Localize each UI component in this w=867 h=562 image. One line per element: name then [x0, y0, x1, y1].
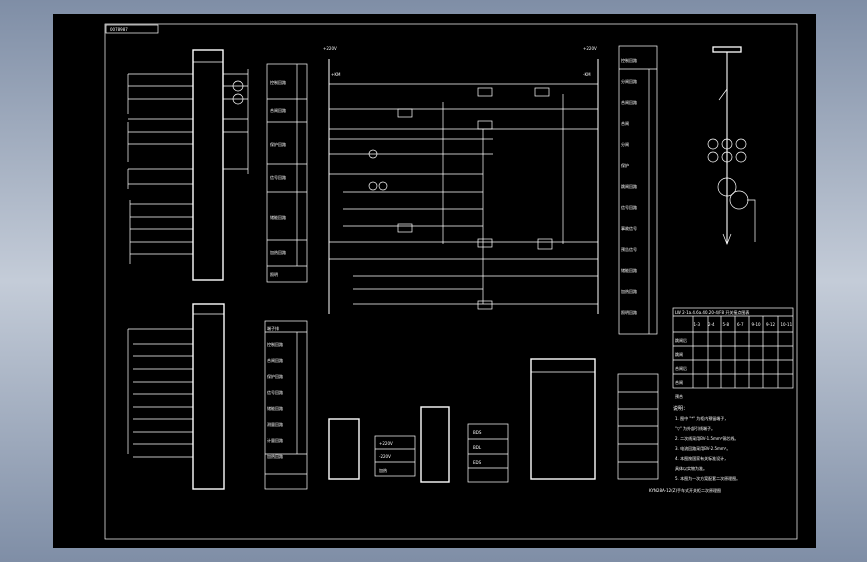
switch-table-title: LW 2-1a.4.6a.40.20-4/F8 开关接点图表 [675, 309, 749, 315]
right-legend-label: 控制回路 [621, 57, 637, 63]
drawing-footer: KYN28A-12(Z)手车式开关柜二次原理图 [649, 487, 721, 493]
ct-symbol [717, 177, 737, 197]
right-legend-label: 跳闸回路 [621, 183, 637, 189]
notes-line: 5. 本图为一次方案配套二次原理图。 [675, 475, 740, 481]
supply-left: +220V [323, 46, 337, 51]
right-legend-label: 信号回路 [621, 204, 637, 210]
mid-table-label: 测量回路 [267, 421, 283, 427]
left-legend-label: 控制回路 [270, 79, 286, 85]
notes-line: 3. 电流回路采用BV-2.5mm²。 [675, 445, 730, 451]
supply-left-small: +KM [331, 72, 341, 77]
title-tag-box [105, 24, 159, 34]
right-legend-label: 合闸回路 [621, 99, 637, 105]
switch-table-header: 9-12 [766, 322, 776, 327]
small-box-e: BDL [473, 445, 482, 450]
small-table-2 [467, 423, 509, 483]
supply-right: +220V [583, 46, 597, 51]
left-legend-label: 合闸回路 [270, 107, 286, 113]
right-legend-box [618, 45, 658, 335]
right-legend-label: 合闸 [621, 120, 629, 126]
terminal-block-1 [192, 49, 224, 281]
small-box-a: +220V [379, 441, 393, 446]
mid-legend-table [264, 320, 308, 490]
left-legend-label: 信号回路 [270, 174, 286, 180]
mid-table-label: 合闸回路 [267, 357, 283, 363]
right-legend-label: 分闸 [621, 141, 629, 147]
notes-title: 说明： [673, 405, 688, 412]
left-legend-box [266, 63, 308, 283]
mid-table-label: 控制回路 [267, 341, 283, 347]
switch-table-header: 6-7 [737, 322, 744, 327]
switch-table-row-label: 跳闸 [675, 351, 683, 357]
switch-table-header: 9-10 [752, 322, 762, 327]
right-legend-label: 储能回路 [621, 267, 637, 273]
right-legend-label: 加热回路 [621, 288, 637, 294]
mid-table-label: 保护回路 [267, 373, 283, 379]
device-block-1 [328, 418, 360, 480]
small-box-c: 加热 [379, 467, 387, 473]
notes-line: 具体以实物为准。 [675, 465, 707, 471]
mid-table-label: 计量回路 [267, 437, 283, 443]
device-block-2 [420, 406, 450, 483]
right-legend-label: 事故信号 [621, 225, 637, 231]
small-table-1 [374, 435, 416, 477]
device-block-3 [530, 358, 596, 480]
switch-table-row-label: 跳闸后 [675, 337, 687, 343]
terminal-block-2 [192, 303, 225, 490]
small-box-b: -220V [379, 454, 391, 459]
left-legend-label: 加热回路 [270, 249, 286, 255]
supply-right-small: -KM [583, 72, 591, 77]
small-box-f: EDS [473, 460, 482, 465]
busbar [712, 46, 742, 53]
title-tag: 0078987 [110, 27, 128, 32]
mid-table-label: 储能回路 [267, 405, 283, 411]
switch-table-header: 1-3 [694, 322, 701, 327]
left-legend-label: 保护回路 [270, 141, 286, 147]
small-table-3 [617, 373, 659, 480]
left-legend-label: 储能回路 [270, 214, 286, 220]
notes-line: "▽" 为外部引线端子。 [675, 425, 715, 431]
switch-table-row-label: 合闸后 [675, 365, 687, 371]
mid-table-label: 端子排 [267, 325, 279, 331]
left-legend-label: 照明 [270, 272, 278, 277]
switch-table-header: 2-4 [708, 322, 715, 327]
right-legend-label: 分闸回路 [621, 78, 637, 84]
notes-line: 2. 二次线采用BV-1.5mm²铜芯线。 [675, 435, 738, 441]
mid-table-label: 加热回路 [267, 453, 283, 459]
right-legend-label: 保护 [621, 162, 629, 168]
switch-contact-table [672, 307, 794, 389]
switch-table-header: 10-11 [781, 322, 793, 327]
notes-line: 4. 本图按国家有关标准设计， [675, 455, 728, 461]
mid-table-label: 信号回路 [267, 389, 283, 395]
switch-table-row-label: 预合 [675, 393, 683, 399]
right-legend-label: 照明回路 [621, 309, 637, 315]
right-legend-label: 预告信号 [621, 246, 637, 252]
notes-line: 1. 图中 "*" 为柜内预留端子， [675, 415, 728, 421]
small-box-d: BDS [473, 430, 482, 435]
inner-frame [104, 23, 798, 540]
schematic-drawing: 0078987+220V+220V+KM-KM控制回路合闸回路保护回路信号回路储… [104, 23, 798, 540]
switch-table-row-label: 合闸 [675, 379, 683, 385]
switch-table-header: 5-8 [723, 322, 730, 327]
